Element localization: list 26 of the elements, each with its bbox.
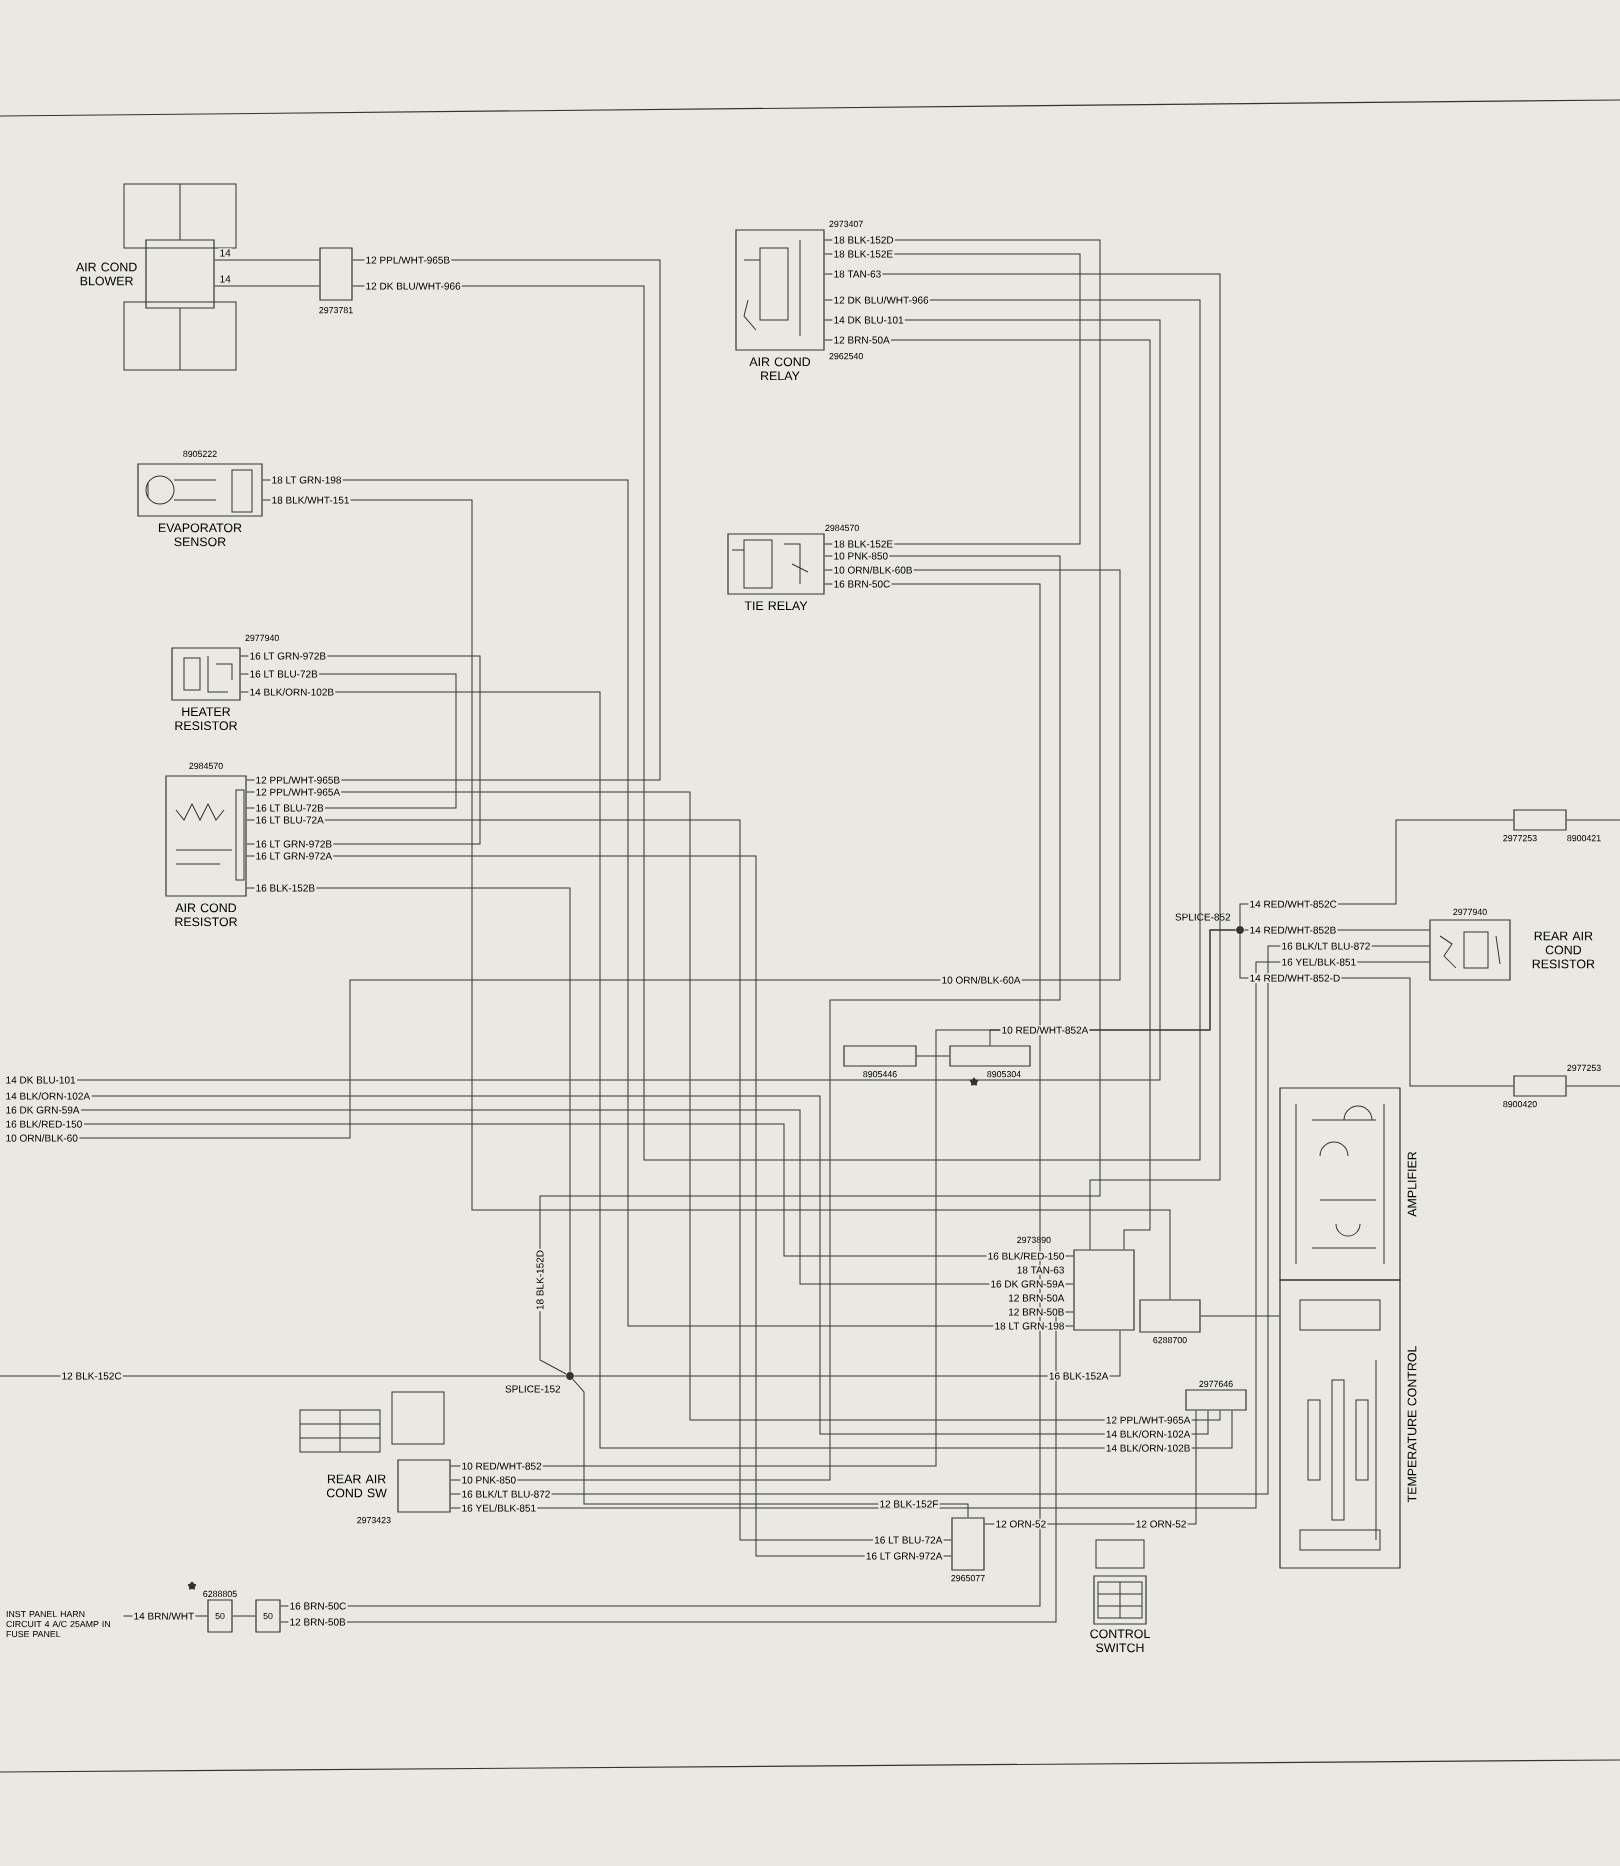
wire — [280, 1311, 1074, 1623]
wire — [78, 569, 1121, 1139]
wire — [80, 1109, 1074, 1285]
wire — [246, 887, 571, 1373]
wire — [262, 499, 1171, 1300]
wire — [1566, 1085, 1620, 1087]
wire — [450, 555, 1061, 1481]
wire — [1200, 1315, 1280, 1317]
wire — [573, 1330, 1121, 1377]
wire — [214, 285, 320, 287]
wire — [824, 339, 1151, 1250]
wire — [214, 259, 320, 261]
wire — [83, 1123, 1074, 1257]
wire — [352, 285, 1201, 1161]
wire — [280, 583, 1041, 1607]
wire — [539, 239, 1101, 1375]
wire — [232, 1615, 256, 1617]
wire — [824, 273, 1221, 1250]
wire — [240, 691, 1233, 1449]
wire — [76, 319, 1161, 1081]
wire — [262, 479, 1074, 1327]
wire — [91, 1095, 1209, 1435]
wire — [1566, 819, 1620, 821]
wire — [246, 791, 1221, 1421]
wire — [0, 1375, 567, 1377]
wire — [916, 1055, 950, 1057]
